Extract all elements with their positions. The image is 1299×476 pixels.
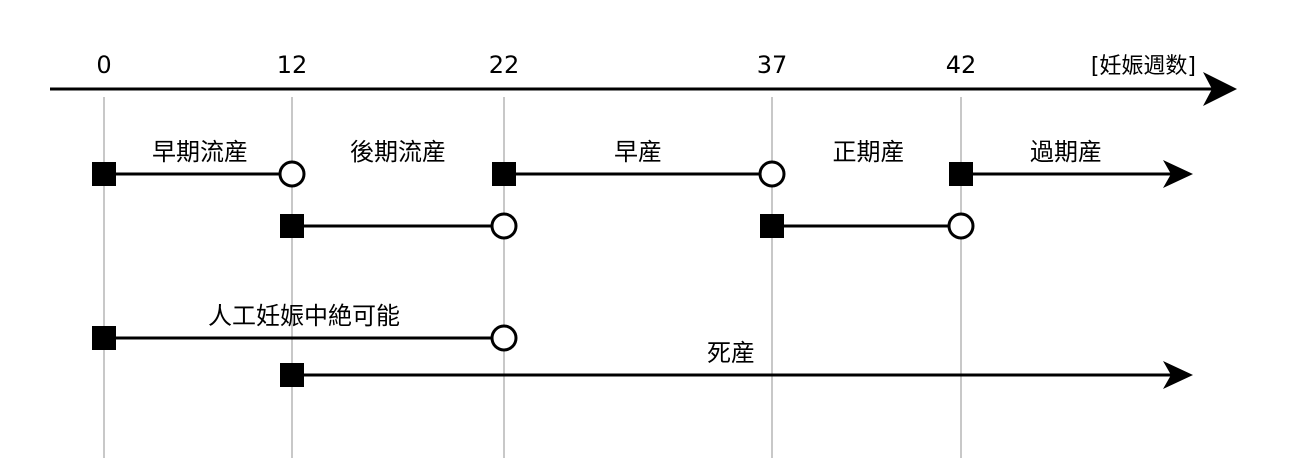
segment-label: 後期流産 bbox=[350, 138, 446, 166]
segment-label: 死産 bbox=[707, 339, 755, 367]
tick-label-42: 42 bbox=[946, 51, 977, 79]
inclusive-start-square bbox=[92, 162, 116, 186]
segment-late-miscarriage: 後期流産 bbox=[280, 138, 518, 240]
open-end-arrow bbox=[1163, 361, 1193, 389]
tick-label-12: 12 bbox=[277, 51, 308, 79]
segment-label: 過期産 bbox=[1030, 138, 1102, 166]
segment-term-birth: 正期産 bbox=[760, 138, 975, 240]
inclusive-start-square bbox=[280, 363, 304, 387]
segment-preterm-birth: 早産 bbox=[492, 138, 786, 188]
inclusive-start-square bbox=[949, 162, 973, 186]
segment-post-term-birth: 過期産 bbox=[949, 138, 1193, 188]
gridlines bbox=[103, 97, 962, 458]
exclusive-end-circle bbox=[490, 324, 518, 352]
inclusive-start-square bbox=[92, 326, 116, 350]
segment-stillbirth: 死産 bbox=[280, 339, 1193, 389]
tick-label-0: 0 bbox=[96, 51, 111, 79]
segment-label: 早産 bbox=[614, 138, 662, 166]
open-end-arrow bbox=[1163, 160, 1193, 188]
axis-title: [妊娠週数] bbox=[1091, 54, 1196, 79]
segment-label: 人工妊娠中絶可能 bbox=[208, 302, 400, 330]
exclusive-end-circle bbox=[947, 212, 975, 240]
inclusive-start-square bbox=[280, 214, 304, 238]
timeline-axis: [妊娠週数] bbox=[50, 54, 1237, 106]
tick-labels: 0 12 22 37 42 bbox=[96, 51, 976, 79]
segment-induced-abortion-possible: 人工妊娠中絶可能 bbox=[92, 302, 518, 352]
exclusive-end-circle bbox=[758, 160, 786, 188]
segment-label: 早期流産 bbox=[152, 138, 248, 166]
exclusive-end-circle bbox=[278, 160, 306, 188]
exclusive-end-circle bbox=[490, 212, 518, 240]
tick-label-37: 37 bbox=[757, 51, 788, 79]
inclusive-start-square bbox=[492, 162, 516, 186]
segment-label: 正期産 bbox=[833, 138, 905, 166]
tick-label-22: 22 bbox=[489, 51, 520, 79]
inclusive-start-square bbox=[760, 214, 784, 238]
axis-arrowhead bbox=[1203, 72, 1237, 106]
segment-early-miscarriage: 早期流産 bbox=[92, 138, 306, 188]
